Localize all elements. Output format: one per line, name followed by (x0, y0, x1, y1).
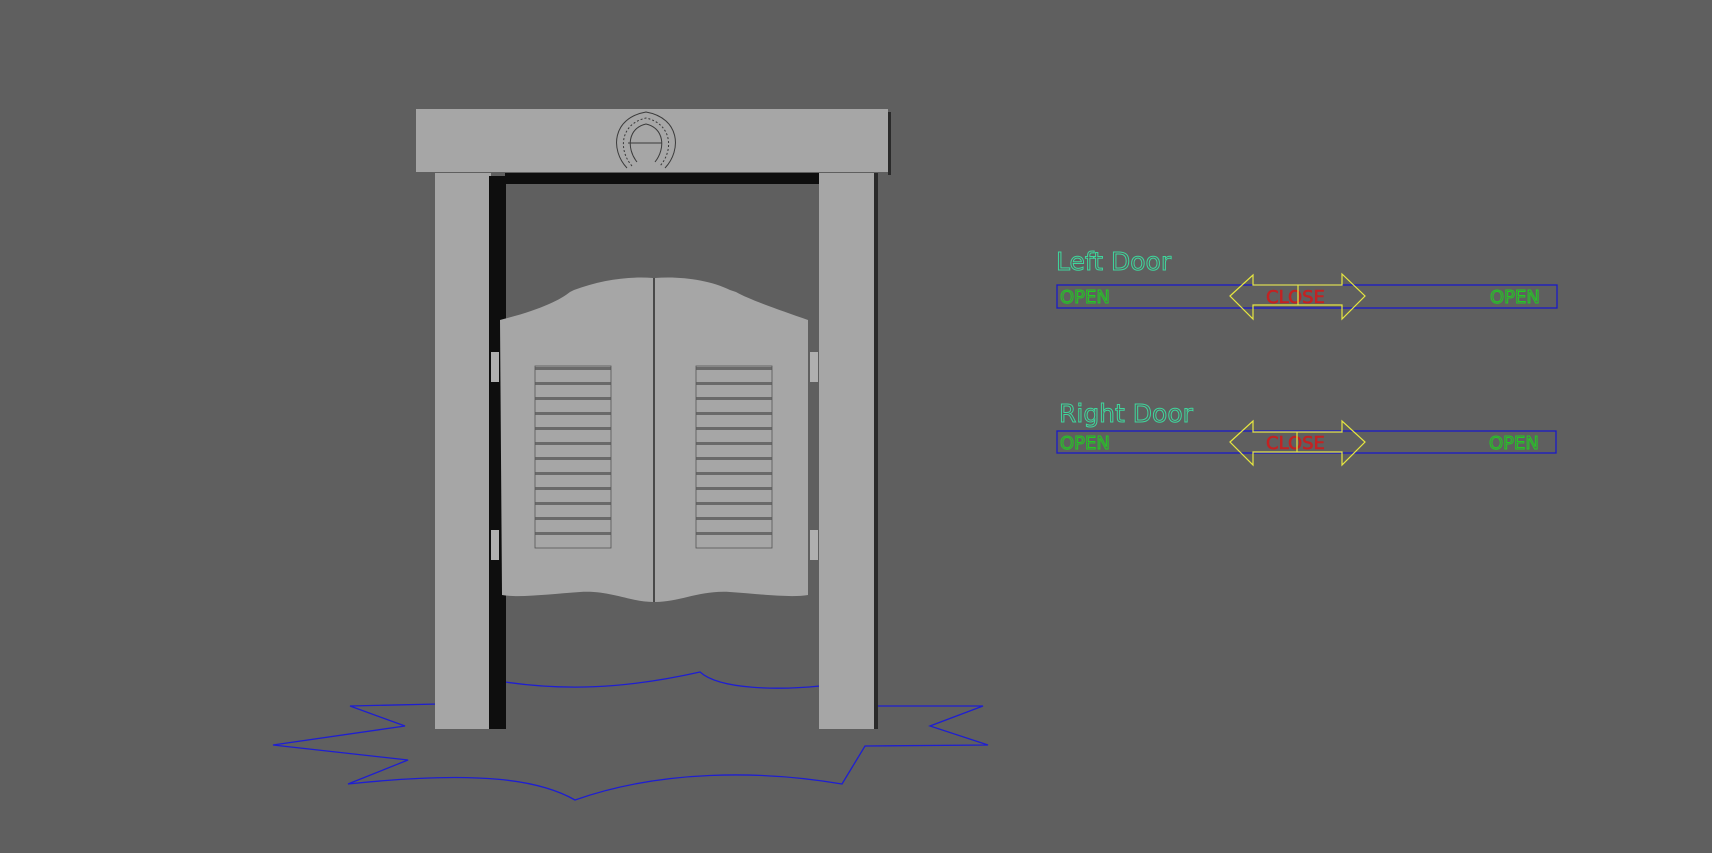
right-door[interactable] (653, 277, 818, 603)
louvre-slat (696, 382, 772, 385)
right-door-control[interactable]: Right Door OPEN OPEN CLOSE (1056, 399, 1557, 467)
left-door-open-left[interactable]: OPEN (1060, 287, 1111, 309)
louvre-slat (696, 442, 772, 445)
floor-control-curve[interactable] (272, 671, 989, 801)
louvre-slat (696, 472, 772, 475)
louvre-panel (695, 365, 773, 549)
louvre-slat (535, 502, 611, 505)
right-door-close[interactable]: CLOSE (1266, 433, 1326, 455)
louvre-slat (535, 457, 611, 460)
left-door-close[interactable]: CLOSE (1266, 287, 1326, 309)
louvre-slat (535, 397, 611, 400)
door-frame[interactable] (416, 109, 891, 729)
louvre-slat (696, 487, 772, 490)
horseshoe-icon (616, 111, 676, 169)
right-door-slider-handle-arrow-icon[interactable] (1229, 419, 1366, 467)
louvre-slat (535, 442, 611, 445)
louvre-slat (696, 412, 772, 415)
right-door-open-left[interactable]: OPEN (1060, 433, 1111, 455)
left-door-title: Left Door (1056, 247, 1172, 276)
louvre-slat (696, 532, 772, 535)
louvre-slat (535, 517, 611, 520)
left-door-open-right[interactable]: OPEN (1490, 287, 1541, 309)
right-door-title: Right Door (1059, 399, 1194, 428)
louvre-slat (535, 382, 611, 385)
louvre-slat (535, 427, 611, 430)
louvre-panel (534, 365, 612, 549)
louvre-slat (535, 472, 611, 475)
right-door-open-right[interactable]: OPEN (1489, 433, 1540, 455)
louvre-slat (696, 502, 772, 505)
left-door-control[interactable]: Left Door OPEN OPEN CLOSE (1056, 247, 1558, 321)
louvre-slat (535, 367, 611, 370)
louvre-slat (696, 397, 772, 400)
louvre-slat (535, 412, 611, 415)
louvre-slat (696, 457, 772, 460)
right-door-slider-track[interactable] (1056, 430, 1557, 454)
louvre-slat (696, 427, 772, 430)
louvre-slat (535, 487, 611, 490)
louvre-slat (535, 532, 611, 535)
louvre-slat (696, 517, 772, 520)
louvre-slat (696, 367, 772, 370)
left-door-slider-handle-arrow-icon[interactable] (1229, 272, 1366, 321)
left-door[interactable] (491, 277, 653, 603)
